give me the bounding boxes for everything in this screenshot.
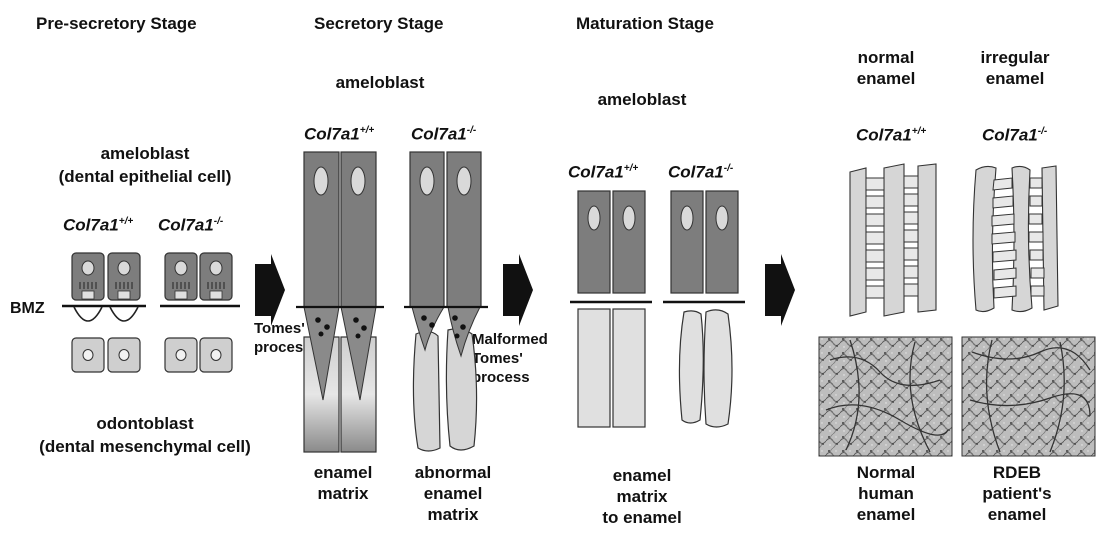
pre-secretory-cells [62,253,240,372]
irregular-enamel-rods [973,166,1058,312]
enamel-matrix [613,309,645,427]
abnormal-enamel-matrix [679,311,703,423]
abnormal-enamel-matrix [413,331,440,451]
secretory-cells [296,152,488,452]
maturation-cells [570,191,745,427]
arrow-icon [255,254,285,326]
arrow-icon [503,254,533,326]
normal-enamel-micrograph [819,337,952,456]
enamel-matrix [578,309,610,427]
normal-enamel-rods [850,164,936,316]
arrow-icon [765,254,795,326]
abnormal-enamel-matrix [704,310,732,427]
